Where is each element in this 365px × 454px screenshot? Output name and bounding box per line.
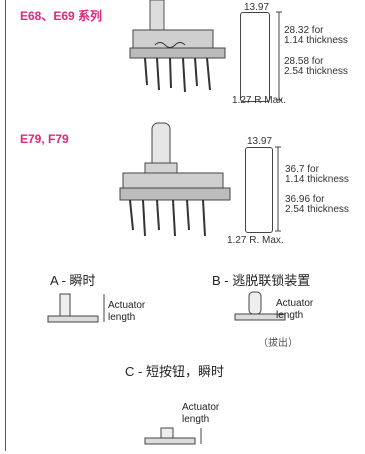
actuator-b-text-2: length [276, 310, 304, 321]
outline-box-e68 [240, 12, 270, 102]
dim-e79-4: 2.54 thickness [285, 204, 349, 215]
actuator-b-note: （拔出） [258, 338, 298, 349]
actuator-a-text-1: Actuator [108, 300, 146, 311]
outline-box-e79 [245, 147, 273, 233]
series-title-e79-f79: E79, F79 [20, 132, 69, 146]
dim-e79-1: 36.7 for [285, 164, 319, 175]
radius-e79: 1.27 R. Max. [227, 235, 284, 246]
series-title-e68-e69: E68、E69 系列 [20, 9, 103, 23]
dim-e79-3: 36.96 for [285, 194, 325, 205]
actuator-a-label: A - 瞬时 [50, 273, 96, 288]
switch-drawing-e68 [129, 0, 226, 93]
actuator-b-text-1: Actuator [276, 298, 314, 309]
actuator-c-label: C - 短按钮，瞬时 [125, 364, 224, 379]
dim-e68-4: 2.54 thickness [284, 66, 348, 77]
actuator-c-drawing [144, 427, 202, 445]
actuator-a-drawing [47, 293, 105, 323]
switch-drawing-e79 [119, 122, 231, 237]
actuator-b-label: B - 逃脱联锁装置 [212, 273, 311, 288]
dim-e68-1: 28.32 for [284, 25, 324, 36]
radius-e68: 1.27 R Max. [232, 95, 286, 106]
actuator-c-text-2: length [182, 414, 210, 425]
actuator-b-drawing [234, 291, 286, 321]
actuator-c-text-1: Actuator [182, 402, 220, 413]
outline-width-e68: 13.97 [244, 2, 270, 13]
actuator-a-text-2: length [108, 312, 136, 323]
outline-width-e79: 13.97 [247, 136, 273, 147]
dim-e79-2: 1.14 thickness [285, 174, 349, 185]
dim-line-e68 [276, 11, 282, 101]
dim-line-e79 [275, 146, 281, 232]
dim-e68-2: 1.14 thickness [284, 35, 348, 46]
left-border-line [5, 0, 6, 451]
dim-e68-3: 28.58 for [284, 56, 324, 67]
